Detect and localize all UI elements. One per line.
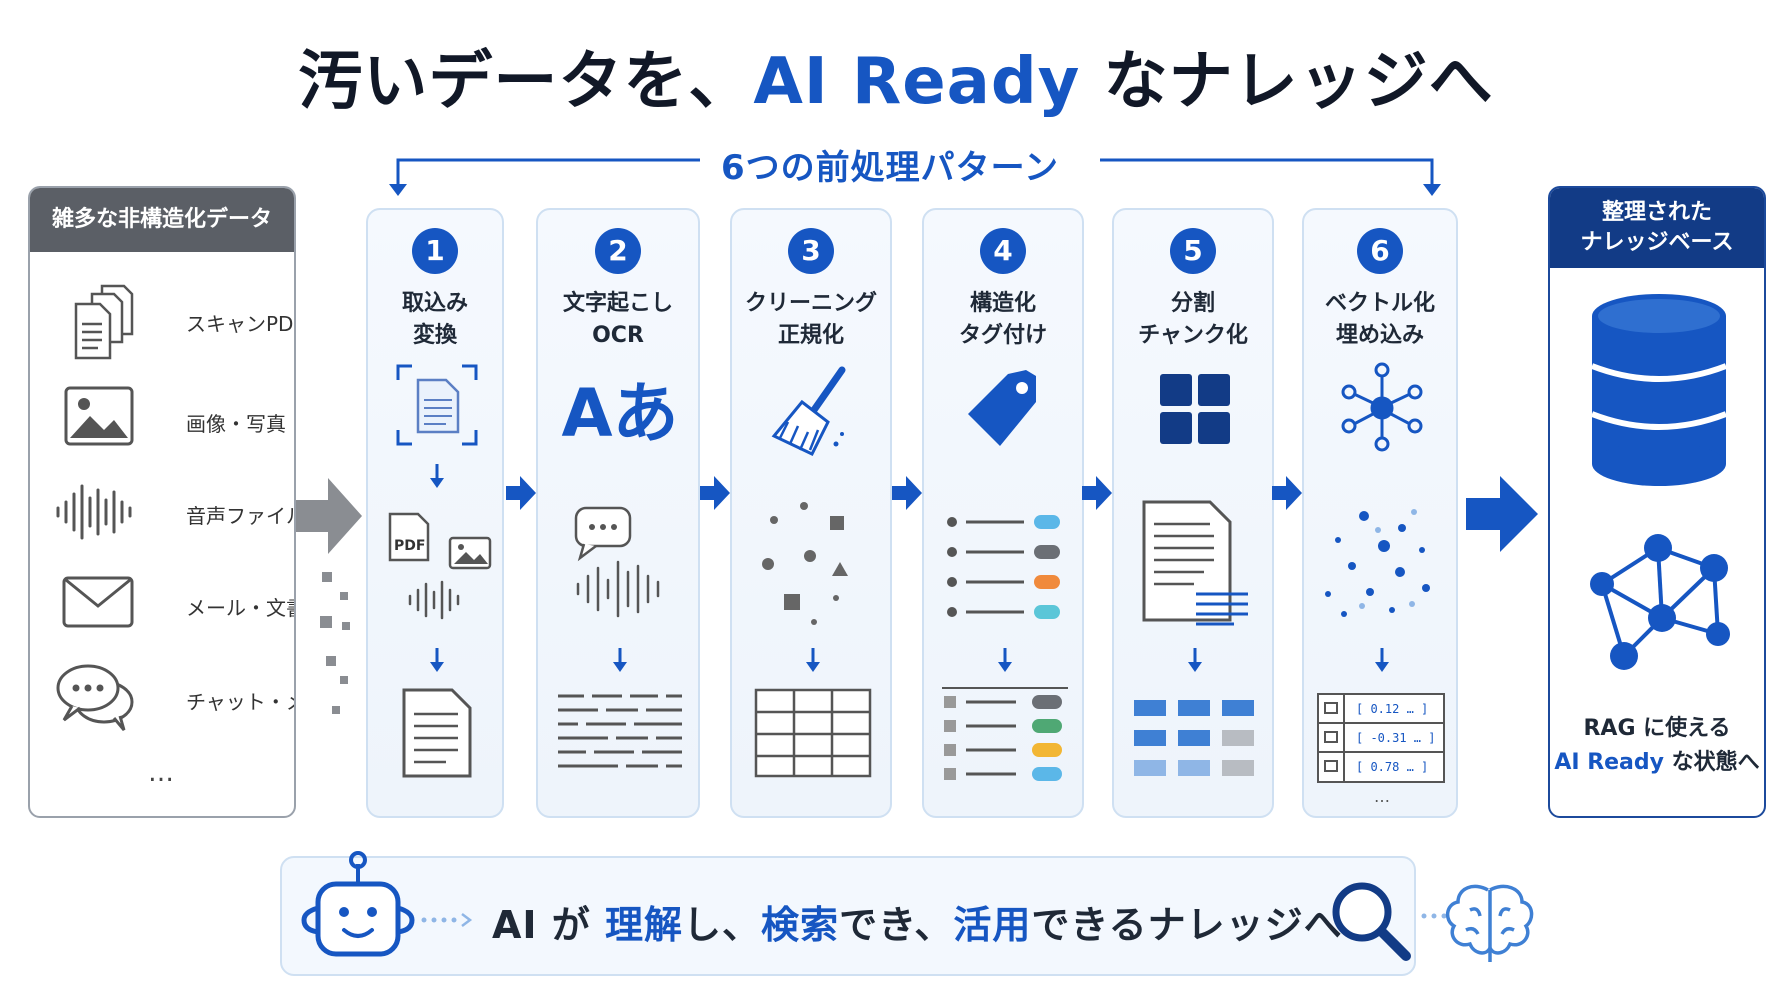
- table-grid-icon: [754, 688, 872, 778]
- arrow-right-icon: [296, 478, 362, 554]
- source-item-image: 画像・写真: [54, 380, 286, 460]
- step-number-badge: 1: [412, 228, 458, 274]
- step-label: 分割チャンク化: [1138, 291, 1248, 348]
- source-item-mail: メール・文書: [54, 564, 294, 644]
- step-number-badge: 5: [1170, 228, 1216, 274]
- tag-icon: [968, 370, 1036, 446]
- chunking-illustration: [1134, 374, 1254, 776]
- cleaning-illustration: [754, 366, 872, 778]
- search-magnifier-icon: [1332, 882, 1411, 961]
- chat-bubbles-icon: [56, 664, 134, 731]
- summary-banner: AI が 理解し、検索でき、活用できるナレッジへ: [280, 851, 1416, 976]
- scanned-documents-icon: [74, 284, 134, 360]
- arrow-right-icon: [1082, 476, 1112, 510]
- vector-table-icon: [ 0.12 … ] [ -0.31 … ] [ 0.78 … ] …: [1317, 693, 1445, 806]
- arrow-down-icon: [806, 648, 820, 672]
- title-accent: AI Ready: [753, 45, 1081, 119]
- arrow-right-icon: [892, 476, 922, 510]
- step-card-6: 6 ベクトル化埋め込み [ 0.12 … ]: [1302, 208, 1458, 818]
- step-number-badge: 6: [1357, 228, 1403, 274]
- step-number-badge: 3: [788, 228, 834, 274]
- knowledge-base-panel: 整理されたナレッジベース RAG に使える AI Ready: [1548, 186, 1766, 818]
- step-card-3: 3 クリーニング正規化: [730, 208, 892, 818]
- step-label: 構造化タグ付け: [958, 291, 1047, 348]
- kb-header: 整理されたナレッジベース: [1550, 188, 1764, 268]
- knowledge-graph-icon: [1590, 534, 1730, 670]
- database-icon: [1590, 294, 1728, 486]
- robot-icon: [301, 851, 473, 957]
- source-item-label: 画像・写真: [186, 412, 286, 436]
- step-label: クリーニング正規化: [744, 291, 877, 348]
- title-part2: なナレッジへ: [1080, 45, 1494, 119]
- pdf-badge: PDF: [394, 538, 425, 554]
- step-card-4: 4 構造化タグ付け: [922, 208, 1084, 818]
- step-card-1: 1 取込み変換 PDF: [366, 208, 504, 818]
- vector-row: [ 0.78 … ]: [1356, 760, 1428, 774]
- source-item-label: メール・文書: [186, 596, 296, 620]
- ocr-glyph-icon: Aあ: [561, 375, 678, 452]
- step-label: ベクトル化埋め込み: [1324, 291, 1435, 348]
- banner-text: AI が 理解し、検索でき、活用できるナレッジへ: [492, 903, 1343, 947]
- speech-bubble-icon: [574, 506, 632, 562]
- scattered-shapes-icon: [762, 502, 848, 625]
- arrow-right-icon: [700, 476, 730, 510]
- source-item-audio: 音声ファイル: [54, 472, 294, 552]
- network-node-icon: [1341, 362, 1423, 452]
- source-item-label: チャット・メモ: [186, 690, 294, 714]
- tagged-list-icon: [947, 515, 1060, 619]
- brain-icon: [1421, 884, 1534, 962]
- source-header: 雑多な非構造化データ: [30, 188, 294, 252]
- kb-illustration: [1590, 294, 1730, 670]
- step-number-badge: 2: [595, 228, 641, 274]
- grid-blocks-icon: [1160, 374, 1230, 444]
- ocr-illustration: Aあ: [558, 375, 682, 768]
- source-item-label: スキャンPDF: [186, 312, 296, 336]
- title-part1: 汚いデータを、: [298, 45, 754, 119]
- pattern-label: 6つの前処理パターン: [721, 148, 1059, 188]
- vector-cloud-icon: [1325, 511, 1430, 617]
- arrow-right-icon: [1466, 476, 1538, 552]
- audio-waveform-icon: [576, 560, 660, 618]
- kb-footer: RAG に使える AI Ready な状態へ: [1554, 716, 1760, 775]
- tagging-illustration: [942, 370, 1068, 781]
- document-split-icon: [1142, 500, 1248, 626]
- source-data-panel: 雑多な非構造化データ スキャンPDF 画像・写真: [28, 186, 296, 818]
- vector-more: …: [1374, 787, 1390, 806]
- chunk-grid-icon: [1134, 700, 1254, 776]
- arrow-down-icon: [430, 648, 444, 672]
- arrow-down-icon: [998, 648, 1012, 672]
- text-lines-icon: [558, 694, 682, 768]
- page-title: 汚いデータを、AI Ready なナレッジへ: [0, 30, 1792, 122]
- scan-frame-icon: [396, 364, 478, 446]
- source-item-label: 音声ファイル: [186, 504, 296, 528]
- arrow-down-icon: [1188, 648, 1202, 672]
- vector-row: [ 0.12 … ]: [1356, 702, 1428, 716]
- pattern-bracket: [389, 158, 1441, 196]
- audio-waveform-icon: [56, 484, 132, 540]
- broom-icon: [771, 366, 846, 456]
- source-item-chat: チャット・メモ: [54, 658, 294, 738]
- arrow-down-icon: [430, 464, 444, 488]
- arrow-right-icon: [1272, 476, 1302, 510]
- source-more: …: [148, 758, 180, 788]
- structured-list-icon: [944, 695, 1062, 781]
- embedding-illustration: [ 0.12 … ] [ -0.31 … ] [ 0.78 … ] …: [1317, 362, 1445, 806]
- step-card-5: 5 分割チャンク化: [1112, 208, 1274, 818]
- arrow-right-icon: [506, 476, 536, 510]
- arrow-down-icon: [1375, 648, 1389, 672]
- image-icon: [64, 386, 134, 446]
- ingest-illustration: PDF: [388, 364, 492, 778]
- source-item-scan-pdf: スキャンPDF: [54, 280, 294, 360]
- step-number-badge: 4: [980, 228, 1026, 274]
- scattered-data-icon: [320, 572, 350, 714]
- mail-icon: [62, 576, 134, 628]
- arrow-down-icon: [613, 648, 627, 672]
- step-label: 取込み変換: [401, 291, 468, 348]
- vector-row: [ -0.31 … ]: [1356, 731, 1435, 745]
